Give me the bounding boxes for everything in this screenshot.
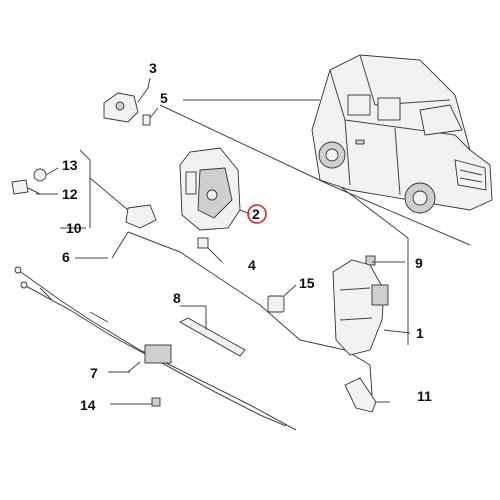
part-10-bracket <box>79 149 157 229</box>
part-3-hinge <box>103 77 151 123</box>
callout-2-highlight-ring <box>247 204 267 224</box>
callout-8: 8 <box>173 290 181 306</box>
callout-14: 14 <box>80 397 96 413</box>
callout-1: 1 <box>416 325 424 341</box>
part-7-cables <box>14 266 297 431</box>
part-9-nut <box>365 255 376 266</box>
part-4-screw <box>197 237 223 263</box>
callout-2: 2 <box>252 206 260 222</box>
callout-labels: 3 5 13 12 10 6 4 9 15 8 1 7 11 14 2 <box>62 60 432 413</box>
callout-11: 11 <box>417 388 432 404</box>
callout-6: 6 <box>62 249 70 265</box>
callout-7: 7 <box>90 365 98 381</box>
callout-15: 15 <box>299 275 315 291</box>
part-14-nut <box>151 397 161 407</box>
part-1-handle <box>332 259 389 356</box>
part-12-13-clips <box>11 167 59 195</box>
callout-12: 12 <box>62 186 78 202</box>
callout-3: 3 <box>149 60 157 76</box>
callout-13: 13 <box>62 157 78 173</box>
callout-5: 5 <box>160 90 168 106</box>
callout-10: 10 <box>66 220 82 236</box>
callout-9: 9 <box>415 255 423 271</box>
part-2-lock <box>179 147 251 231</box>
part-8-tie <box>179 305 246 357</box>
part-5-screw <box>142 107 159 126</box>
part-11-bracket <box>344 377 390 413</box>
callout-4: 4 <box>248 257 256 273</box>
van-illustration <box>311 54 493 214</box>
part-15-grommet <box>267 284 297 313</box>
leader-lines <box>36 193 411 405</box>
part-6-rod <box>111 231 373 396</box>
